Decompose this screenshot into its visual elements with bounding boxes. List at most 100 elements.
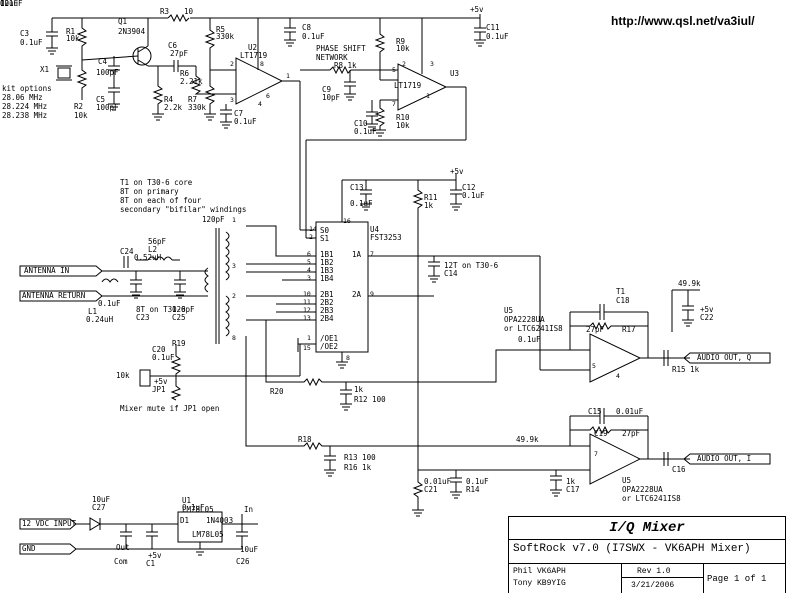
- component-label: 1k: [424, 201, 434, 210]
- component-label: C19: [594, 429, 608, 438]
- component-label: 10k: [66, 34, 80, 43]
- pin-number: 7: [370, 250, 374, 258]
- component-label: C27: [92, 503, 106, 512]
- component-label: C11: [486, 23, 500, 32]
- component-label: +5v: [470, 5, 484, 14]
- title-block-author1: Phil VK6APH: [513, 567, 566, 576]
- component-label: 100pF: [96, 68, 119, 77]
- audio-q-port: AUDIO OUT, Q: [697, 353, 752, 362]
- mux-section: [204, 174, 540, 480]
- component-label: +5v: [154, 377, 168, 386]
- component-label: C8: [302, 23, 312, 32]
- pin-number: 2: [309, 233, 313, 241]
- component-label: 10k: [74, 111, 88, 120]
- component-label: R8 1k: [334, 61, 357, 70]
- component-label: 10uF: [0, 0, 19, 8]
- component-label: 49.9k: [516, 435, 539, 444]
- pin-number: 11: [303, 298, 311, 306]
- bias-section: [139, 320, 590, 470]
- pin-number: 3: [307, 274, 311, 282]
- pin-number: 4: [307, 266, 311, 274]
- pin-number: 7: [392, 100, 396, 108]
- pin-number: 8: [346, 354, 350, 362]
- component-label: 1B4: [320, 274, 334, 283]
- pin-number: 5: [592, 362, 596, 370]
- pin-number: 6: [266, 92, 270, 100]
- pin-number: 14: [309, 225, 317, 233]
- component-label: +5v: [148, 551, 162, 560]
- component-label: +5v: [450, 167, 464, 176]
- component-label: 2.21k: [180, 77, 203, 86]
- component-label: 0.1uF: [462, 191, 485, 200]
- pin-number: 1: [232, 216, 236, 224]
- component-label: +5v: [700, 305, 714, 314]
- component-label: 0.1uF: [234, 117, 257, 126]
- component-label: C16: [672, 465, 686, 474]
- component-label: 2B4: [320, 314, 334, 323]
- component-label: C24: [120, 247, 134, 256]
- pin-number: 2: [232, 292, 236, 300]
- gnd-port: GND: [22, 544, 36, 553]
- component-label: 2B1: [320, 290, 334, 299]
- i-amp-section: [412, 408, 771, 510]
- component-label: 1N4003: [206, 516, 234, 525]
- component-label: 12T on T30-6: [444, 261, 499, 270]
- q-amp-section: [539, 256, 771, 383]
- component-label: 2B3: [320, 306, 334, 315]
- component-label: R7: [188, 95, 198, 104]
- oscillator-wiring: [46, 13, 486, 238]
- component-label: X1: [40, 65, 50, 74]
- component-label: 330k: [216, 32, 235, 41]
- u1-note: U1 LM78L05: [182, 496, 214, 514]
- component-label: 10uF: [92, 495, 111, 504]
- component-label: 0.1uF: [98, 299, 121, 308]
- component-label: 2.2k: [164, 103, 183, 112]
- title-block-rev: Rev 1.0: [637, 567, 671, 576]
- pin-number: 8: [232, 334, 236, 342]
- component-label: 2N3904: [118, 27, 146, 36]
- component-label: U4: [370, 225, 380, 234]
- ground-symbols: [46, 39, 694, 556]
- component-label: 0.1uF: [518, 335, 541, 344]
- component-label: 0.1uF: [0, 0, 23, 8]
- component-label: C4: [98, 57, 108, 66]
- component-label: 10k: [396, 44, 410, 53]
- component-label: 0.1uF: [350, 199, 373, 208]
- pin-number: 5: [392, 66, 396, 74]
- power-section: [19, 511, 258, 555]
- pin-number: 15: [303, 344, 311, 352]
- pin-number: 7: [594, 450, 598, 458]
- pin-number: 1: [286, 72, 290, 80]
- component-label: 1k: [566, 477, 576, 486]
- component-label: R3: [160, 7, 170, 16]
- component-label: R16 1k: [344, 463, 372, 472]
- antenna-section: [19, 256, 208, 302]
- component-label: R11: [424, 193, 438, 202]
- component-label: 0.24uH: [86, 315, 114, 324]
- component-label: 49.9k: [678, 279, 701, 288]
- title-block-subtitle: SoftRock v7.0 (I7SWX - VK6APH Mixer): [513, 543, 751, 555]
- pin-number: 5: [307, 258, 311, 266]
- component-label: 10k: [116, 371, 130, 380]
- component-label: 0.01uF: [616, 407, 644, 416]
- component-label: R15 1k: [672, 365, 700, 374]
- pin-number: 3: [230, 96, 234, 104]
- component-label: T1: [616, 287, 626, 296]
- component-label: C7: [234, 109, 244, 118]
- component-label: 1B3: [320, 266, 334, 275]
- component-label: C1: [146, 559, 156, 568]
- kit-options-note: kit options 28.06 MHz 28.224 MHz 28.238 …: [2, 84, 52, 120]
- vdc-input-port: 12 VDC INPUT: [22, 519, 77, 528]
- component-label: C13: [350, 183, 364, 192]
- pin-number: 13: [303, 314, 311, 322]
- component-label: 2A: [352, 290, 362, 299]
- component-label: 27pF: [622, 429, 641, 438]
- component-label: 100pF: [96, 103, 119, 112]
- component-label: R10: [396, 113, 410, 122]
- component-label: JP1: [152, 385, 166, 394]
- component-label: R17: [622, 325, 636, 334]
- component-label: /OE2: [320, 342, 339, 351]
- phase-shift-note: PHASE SHIFT NETWORK: [316, 44, 366, 62]
